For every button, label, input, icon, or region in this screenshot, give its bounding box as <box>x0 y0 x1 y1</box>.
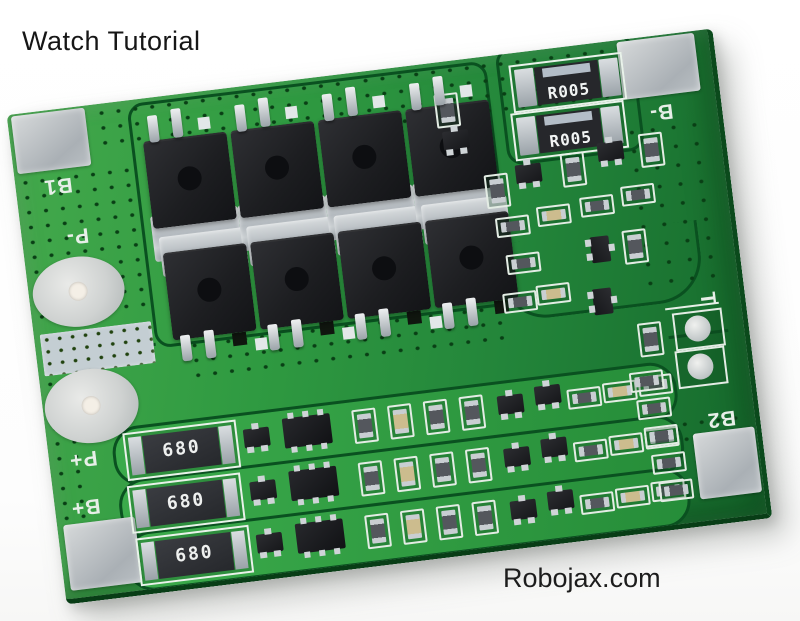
pad-label-b-plus: B+ <box>69 493 102 521</box>
pad-label-b2: B2 <box>705 405 738 432</box>
sot23-transistor <box>509 494 538 526</box>
smd-resistor <box>650 451 688 476</box>
smd-resistor <box>471 499 500 537</box>
shunt-resistor-label: R005 <box>546 78 592 103</box>
resistor-body: R005 <box>533 59 602 106</box>
smd-resistor <box>559 151 588 188</box>
pad-label-b1: B1 <box>42 172 74 200</box>
pad-b1 <box>10 107 92 175</box>
smd-resistor <box>505 251 542 276</box>
pad-b-plus <box>63 516 143 591</box>
sot23-transistor <box>514 158 543 190</box>
gate-pad <box>231 331 248 347</box>
sot23-transistor <box>242 422 271 454</box>
pad-label-p-minus: P- <box>64 223 91 249</box>
watermark-text: Robojax.com <box>503 563 661 593</box>
pad-label-b-minus: B- <box>647 98 675 125</box>
sot23-transistor <box>441 125 471 156</box>
protection-ic <box>288 461 340 506</box>
sot23-transistor <box>584 235 616 264</box>
thermistor-pad <box>671 307 727 352</box>
sot23-transistor <box>249 475 278 506</box>
smd-resistor <box>458 394 487 431</box>
gate-pad <box>319 320 335 336</box>
smd-resistor <box>435 503 464 541</box>
bms-circuit-board: B1 P- P+ B+ B- B2 T R005 R005 680 <box>6 28 773 605</box>
mosfet <box>249 232 345 330</box>
smd-resistor <box>535 203 572 228</box>
resistor-body: 680 <box>154 532 235 580</box>
mosfet <box>317 110 412 208</box>
smd-resistor <box>351 407 380 445</box>
smd-resistor <box>619 182 657 207</box>
smd-resistor <box>643 423 680 448</box>
smd-resistor <box>614 484 651 509</box>
mosfet <box>337 221 432 320</box>
pad-label-t: T <box>695 290 720 308</box>
smd-resistor <box>579 491 616 516</box>
smd-resistor <box>429 451 458 488</box>
protection-ic <box>294 514 346 559</box>
resistor-body: 680 <box>141 426 222 474</box>
pad-label-p-plus: P+ <box>67 445 99 473</box>
smd-resistor <box>357 460 386 497</box>
wire-hole <box>67 280 89 302</box>
watch-tutorial-text: Watch Tutorial <box>22 26 201 56</box>
solder-pad <box>429 315 443 330</box>
smd-resistor <box>636 320 665 358</box>
smd-resistor <box>566 385 603 410</box>
resistor-body: 680 <box>146 479 227 527</box>
smd-resistor <box>621 228 650 265</box>
sot23-transistor <box>496 389 525 421</box>
round-pad <box>685 351 715 381</box>
smd-resistor <box>637 131 666 169</box>
mosfet <box>142 131 237 230</box>
smd-resistor <box>483 172 512 210</box>
shunt-resistor-label: R005 <box>548 127 593 152</box>
mosfet <box>162 242 257 341</box>
solder-pad <box>254 337 269 351</box>
smd-resistor <box>535 281 572 306</box>
solder-pad <box>342 326 356 340</box>
solder-pad <box>197 116 211 130</box>
gate-pad <box>406 310 423 325</box>
sot23-transistor <box>255 528 284 559</box>
balance-resistor-label: 680 <box>161 436 202 462</box>
smd-resistor <box>608 432 645 457</box>
smd-resistor <box>399 508 428 545</box>
sot23-transistor <box>533 380 562 411</box>
sot23-transistor <box>596 136 625 168</box>
smd-resistor <box>636 396 673 421</box>
smd-resistor <box>658 478 695 503</box>
sot23-transistor <box>546 485 575 516</box>
sot23-transistor <box>540 432 569 464</box>
wire-hole <box>80 394 102 417</box>
pad-b2 <box>692 426 763 500</box>
mosfet <box>230 120 325 219</box>
balance-resistor-label: 680 <box>165 488 207 515</box>
smd-resistor <box>393 455 422 493</box>
balance-resistor-label: 680 <box>174 541 215 567</box>
smd-resistor <box>386 403 415 440</box>
smd-resistor <box>364 512 393 550</box>
smd-resistor <box>628 369 665 394</box>
smd-resistor <box>494 214 532 239</box>
smd-resistor <box>502 289 539 314</box>
solder-pad <box>459 84 473 98</box>
resistor-body: R005 <box>535 107 604 154</box>
pad-b-minus <box>616 32 701 100</box>
round-pad <box>683 314 713 344</box>
resistor-cap <box>598 57 622 98</box>
solder-pad <box>284 105 299 120</box>
smd-resistor <box>572 438 609 463</box>
solder-pad <box>372 95 386 109</box>
smd-resistor <box>578 193 616 218</box>
sot23-transistor <box>587 287 618 316</box>
protection-ic <box>281 408 333 453</box>
sot23-transistor <box>503 442 532 473</box>
smd-resistor <box>464 446 493 484</box>
thermistor-pad <box>674 345 729 390</box>
smd-resistor <box>422 398 451 436</box>
